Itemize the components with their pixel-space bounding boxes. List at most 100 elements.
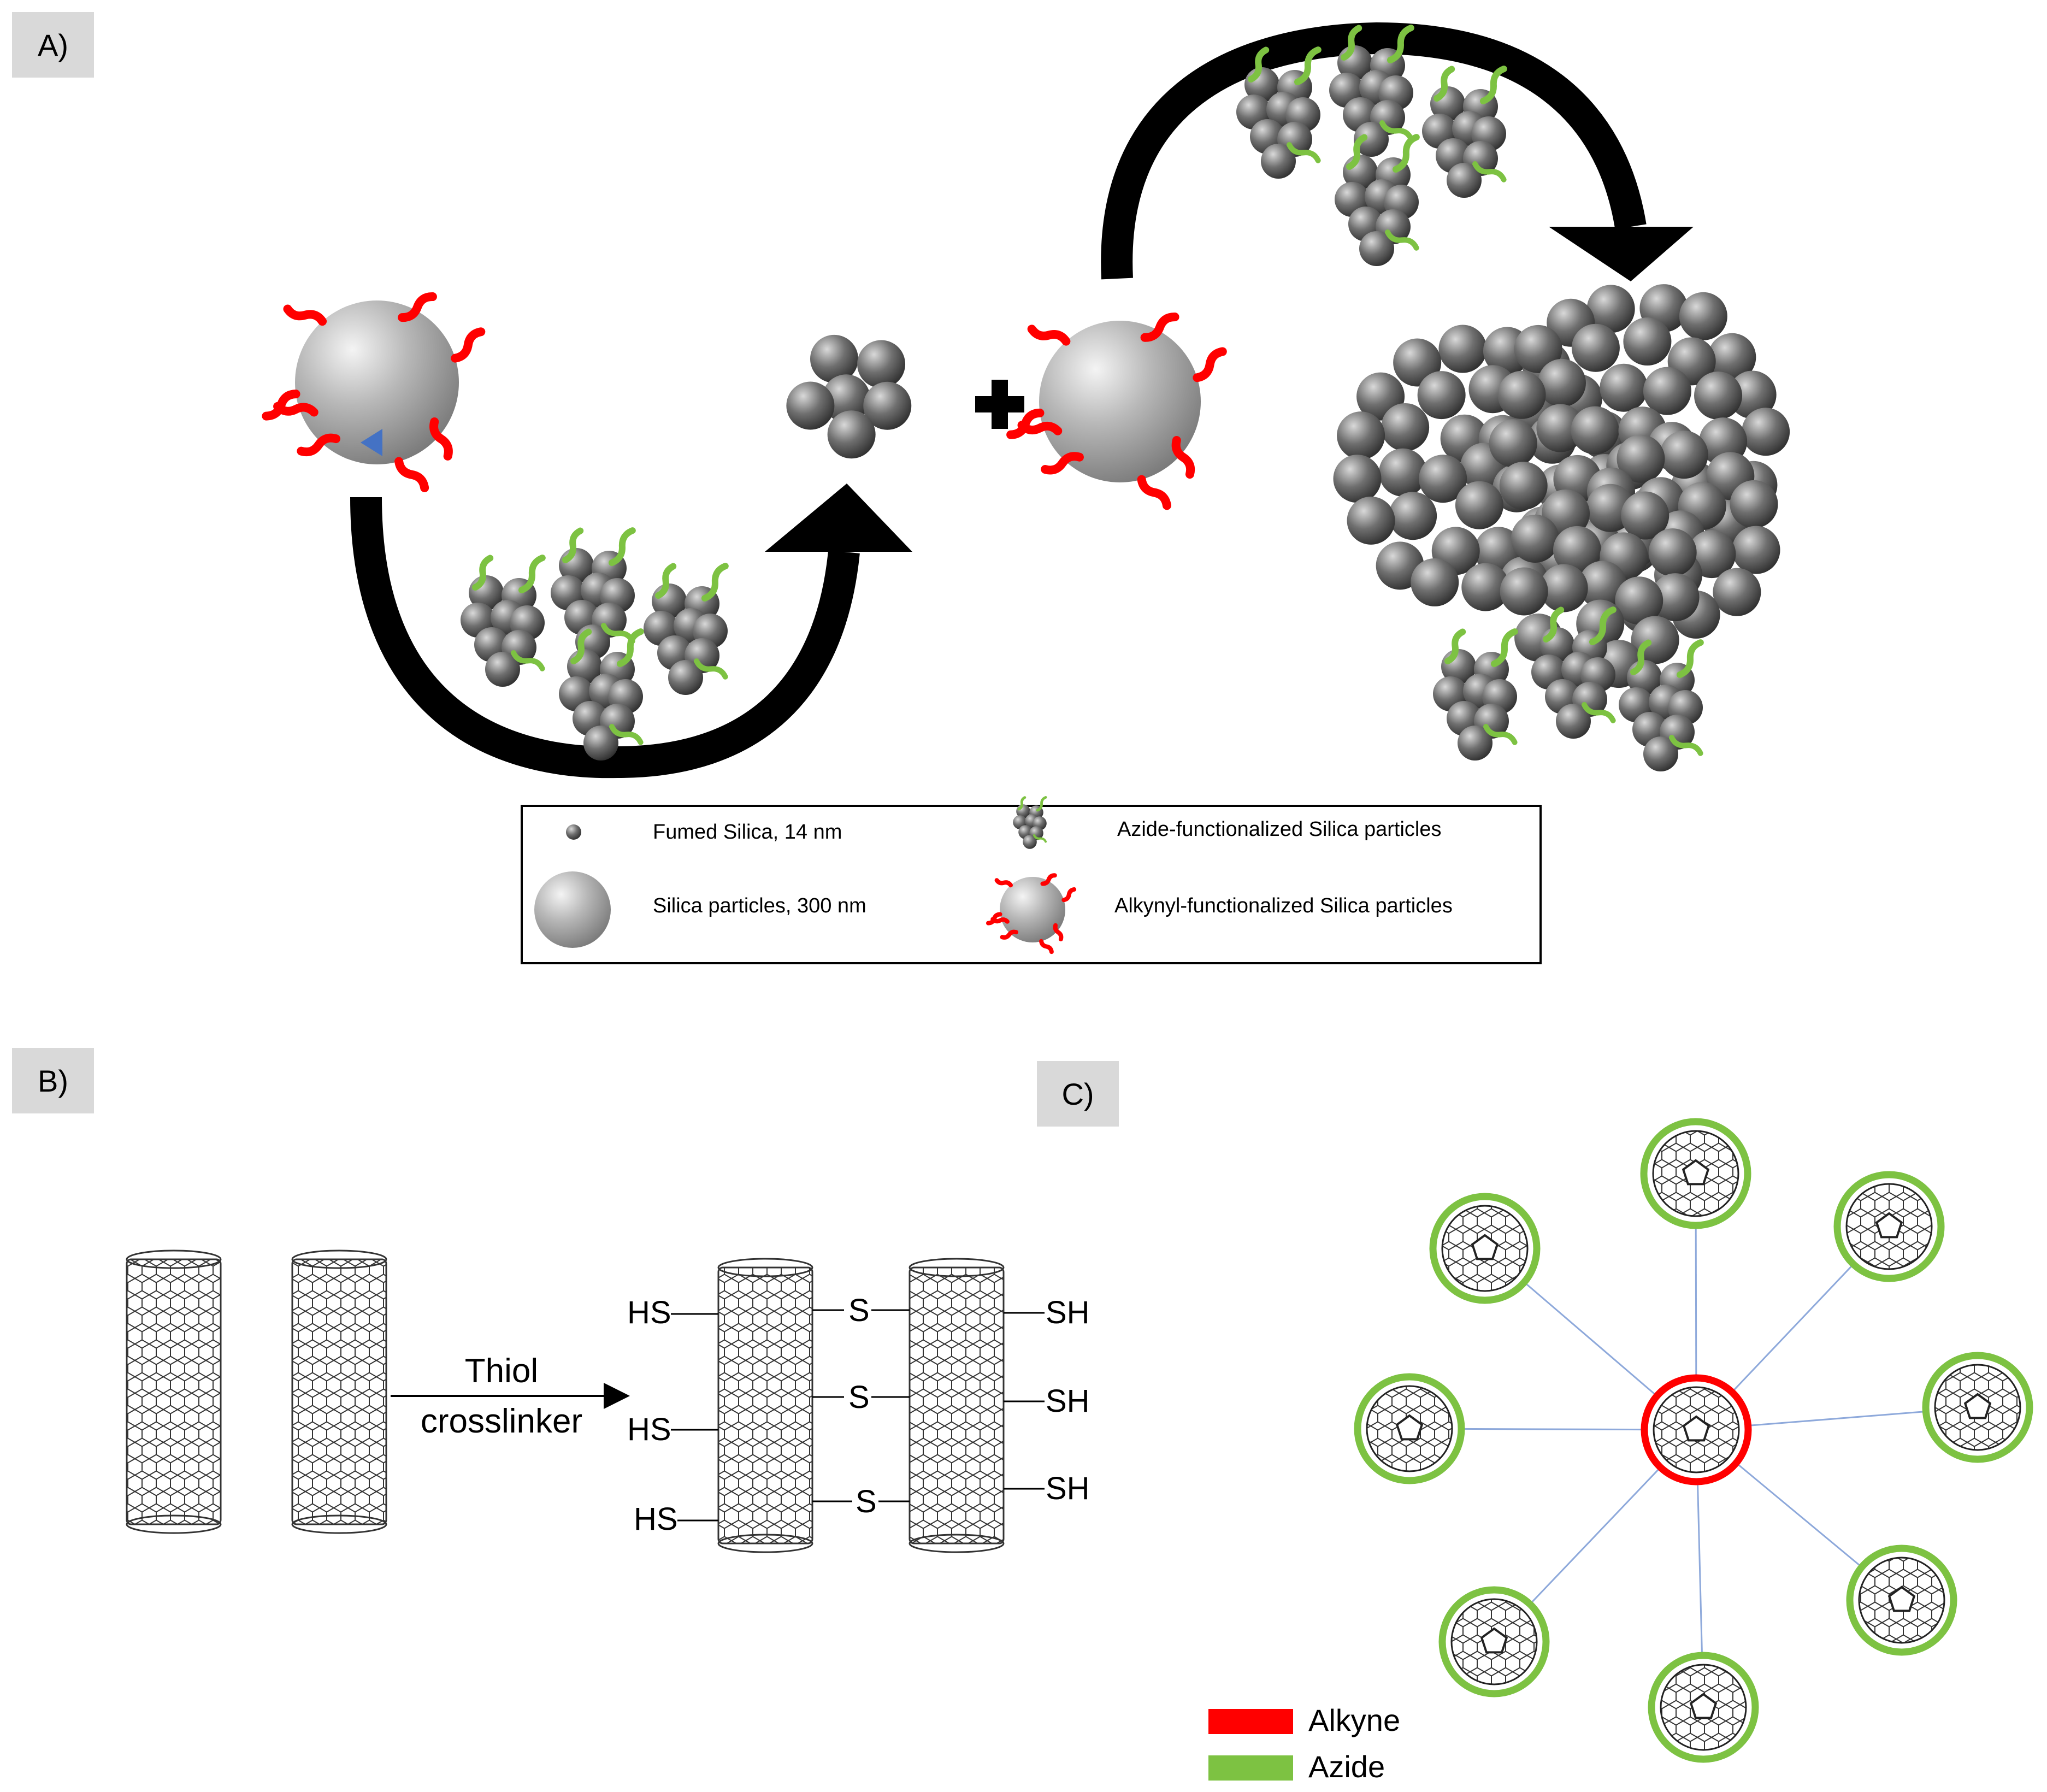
fullerene bbox=[1922, 1352, 2033, 1463]
azide-bead bbox=[1643, 736, 1678, 771]
silica-bead bbox=[1333, 455, 1382, 503]
ligand-chain bbox=[1040, 873, 1057, 886]
azide-bead bbox=[1359, 231, 1394, 266]
silica-bead bbox=[1419, 455, 1467, 503]
fullerene-pentagon bbox=[1875, 1212, 1903, 1239]
silica-bead bbox=[1514, 325, 1562, 373]
silica-bead bbox=[1732, 526, 1780, 574]
ligand-chain bbox=[398, 292, 437, 322]
alkynyl-silica-particle bbox=[262, 292, 486, 492]
panel-b-label: B) bbox=[12, 1048, 94, 1113]
ligand-chain bbox=[1582, 702, 1616, 723]
ligand-chain bbox=[1434, 66, 1455, 102]
fullerene bbox=[1648, 1652, 1759, 1763]
silica-bead bbox=[1643, 367, 1691, 415]
silica-sphere bbox=[295, 300, 459, 464]
azide-bead bbox=[668, 660, 703, 695]
silica-bead bbox=[1455, 481, 1503, 529]
svg-text:B): B) bbox=[38, 1064, 68, 1098]
silica-bead bbox=[1621, 491, 1670, 540]
fumed-silica-cluster bbox=[786, 334, 912, 459]
ligand-chain bbox=[1036, 796, 1047, 812]
legend-alkynyl-label: Alkynyl-functionalized Silica particles bbox=[1114, 894, 1453, 917]
ligand-chain bbox=[1385, 229, 1419, 251]
legend-silica-label: Silica particles, 300 nm bbox=[653, 894, 866, 917]
panel-c-label: C) bbox=[1037, 1061, 1119, 1127]
fullerene-pentagon bbox=[1689, 1693, 1718, 1719]
legend-alkyne-swatch bbox=[1208, 1709, 1293, 1734]
azide-bead bbox=[1354, 122, 1389, 157]
ligand-chain bbox=[1033, 834, 1047, 843]
nanotube-3 bbox=[717, 1258, 813, 1553]
fullerene-pentagon bbox=[1682, 1159, 1710, 1186]
silica-bead bbox=[1648, 528, 1697, 577]
ligand-chain bbox=[1294, 46, 1322, 85]
ligand-chain bbox=[990, 917, 1010, 924]
ligand-chain bbox=[429, 417, 453, 461]
fullerene-pentagon bbox=[1480, 1627, 1508, 1654]
fullerene bbox=[1640, 1118, 1751, 1229]
silica-bead bbox=[1511, 514, 1559, 563]
ligand-chain bbox=[609, 724, 644, 745]
silica-bead bbox=[1713, 568, 1761, 616]
silica-bead bbox=[1438, 325, 1487, 373]
silica-bead bbox=[1660, 431, 1708, 479]
silica-bead bbox=[1337, 411, 1385, 460]
ligand-chain bbox=[511, 650, 545, 671]
sh-label-3: SH bbox=[1046, 1471, 1090, 1506]
ligand-chain bbox=[1346, 134, 1368, 170]
fullerene bbox=[1438, 1586, 1550, 1697]
arrowhead-lower bbox=[765, 484, 912, 552]
hs-label-3: HS bbox=[634, 1501, 678, 1537]
legend-azide-swatch bbox=[1208, 1755, 1293, 1781]
fullerene-pentagon bbox=[1471, 1234, 1499, 1260]
ligand-chain bbox=[1053, 923, 1064, 941]
silica-bead bbox=[822, 374, 871, 423]
fullerene-pentagon bbox=[1963, 1393, 1992, 1419]
ligand-chain bbox=[1379, 120, 1414, 142]
ligand-chain bbox=[1248, 46, 1270, 82]
silica-bead bbox=[1708, 333, 1756, 381]
silica-bead bbox=[1536, 404, 1585, 452]
ligand-chain bbox=[472, 555, 494, 591]
fullerene-pentagon bbox=[1395, 1414, 1424, 1441]
silica-bead bbox=[1600, 363, 1648, 412]
silica-bead bbox=[1728, 370, 1777, 419]
silica-bead bbox=[1742, 408, 1790, 456]
silica-bead bbox=[1500, 567, 1548, 616]
azide-bead bbox=[583, 726, 618, 761]
plus-icon bbox=[975, 380, 1024, 429]
fullerene bbox=[1354, 1373, 1465, 1484]
silica-bead bbox=[1389, 492, 1437, 540]
arrowhead-upper bbox=[1549, 227, 1694, 281]
silica-bead bbox=[827, 410, 876, 459]
silica-bead bbox=[1586, 285, 1635, 333]
azide-bead bbox=[1458, 726, 1493, 761]
ligand-chain bbox=[1630, 639, 1652, 675]
azide-bead bbox=[1556, 704, 1591, 739]
silica-bead bbox=[1571, 323, 1620, 372]
ligand-chain bbox=[1000, 929, 1018, 940]
legend-c: Alkyne Azide bbox=[1208, 1703, 1400, 1784]
ligand-chain bbox=[701, 563, 729, 602]
silica-bead bbox=[1461, 563, 1510, 611]
ligand-chain bbox=[1027, 325, 1071, 346]
legend-fumed-label: Fumed Silica, 14 nm bbox=[653, 821, 842, 844]
silica-bead bbox=[857, 340, 906, 388]
silica-bead bbox=[1679, 292, 1727, 340]
ligand-chain bbox=[273, 402, 318, 417]
silica-bead bbox=[1411, 558, 1459, 606]
ligand-chain bbox=[1677, 639, 1704, 678]
silica-bead bbox=[1497, 370, 1546, 419]
silica-bead bbox=[1730, 480, 1778, 528]
azide-bead bbox=[1447, 163, 1482, 198]
azide-bead bbox=[485, 652, 520, 687]
ligand-chain bbox=[694, 658, 728, 680]
silica-bead bbox=[1615, 576, 1663, 625]
silica-bead bbox=[1417, 371, 1466, 420]
azide-bead bbox=[1023, 835, 1037, 849]
nanotube-1 bbox=[126, 1249, 222, 1534]
ligand-chain bbox=[1669, 735, 1703, 756]
legend-azide-label: Azide bbox=[1308, 1749, 1385, 1784]
silica-sphere bbox=[1039, 321, 1201, 482]
